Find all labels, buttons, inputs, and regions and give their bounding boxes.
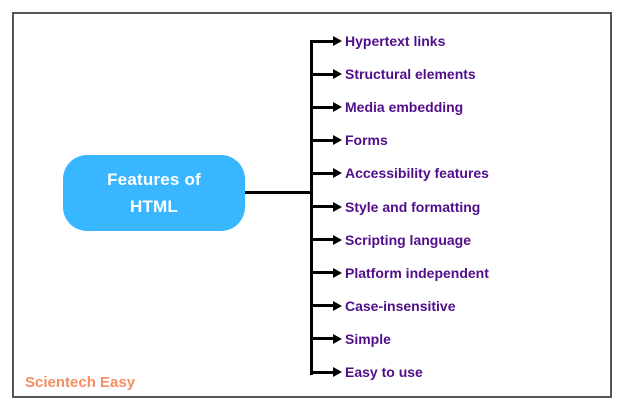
arrow-right-icon (311, 102, 342, 113)
arrow-head (333, 168, 342, 179)
arrow-right-icon (311, 36, 342, 46)
arrow-right-icon (311, 135, 342, 146)
central-node-features-of-html: Features of HTML (63, 155, 245, 231)
arrow-head (333, 201, 342, 212)
arrow-head (333, 234, 342, 245)
arrow-shaft (311, 105, 333, 109)
arrow-head (333, 333, 342, 344)
arrow-shaft (311, 304, 333, 308)
feature-item: Case-insensitive (311, 296, 456, 316)
watermark-scientech-easy: Scientech Easy (25, 374, 136, 391)
feature-label: Platform independent (345, 264, 489, 281)
arrow-shaft (311, 271, 333, 275)
arrow-right-icon (311, 333, 342, 344)
arrow-right-icon (311, 300, 342, 311)
central-node-title-line1: Features of (107, 170, 201, 189)
arrow-right-icon (311, 69, 342, 80)
feature-label: Structural elements (345, 66, 476, 83)
arrow-shaft (311, 39, 333, 43)
feature-label: Hypertext links (345, 33, 446, 49)
feature-label: Forms (345, 132, 388, 149)
arrow-shaft (311, 205, 333, 208)
arrow-right-icon (311, 201, 342, 212)
arrow-shaft (311, 72, 333, 76)
arrow-head (333, 300, 342, 311)
feature-item: Hypertext links (311, 31, 445, 51)
arrow-right-icon (311, 168, 342, 179)
feature-label: Easy to use (345, 364, 423, 380)
central-node-title-line2: HTML (129, 197, 178, 216)
diagram-border (12, 12, 612, 398)
arrow-head (333, 267, 342, 278)
feature-item: Scripting language (311, 230, 471, 250)
arrow-shaft (311, 171, 333, 175)
feature-item: Easy to use (311, 362, 423, 382)
arrow-head (333, 102, 342, 113)
feature-label: Scripting language (345, 231, 472, 248)
arrow-head (333, 135, 342, 146)
feature-label: Simple (345, 330, 391, 347)
feature-item: Style and formatting (311, 197, 480, 217)
feature-item: Accessibility features (311, 163, 489, 183)
arrow-shaft (311, 238, 333, 242)
feature-item: Simple (311, 329, 391, 349)
feature-label: Style and formatting (345, 198, 481, 215)
arrow-head (333, 36, 342, 46)
arrow-right-icon (311, 367, 342, 377)
feature-label: Accessibility features (345, 165, 489, 182)
feature-item: Forms (311, 130, 388, 150)
arrow-head (333, 367, 342, 377)
feature-label: Media embedding (345, 99, 464, 116)
feature-item: Platform independent (311, 263, 489, 283)
arrow-right-icon (311, 267, 342, 278)
feature-label: Case-insensitive (345, 297, 456, 314)
arrow-shaft (311, 370, 333, 374)
arrow-head (333, 69, 342, 80)
node-to-trunk-connector-line (245, 191, 311, 194)
arrow-shaft (311, 138, 333, 142)
feature-item: Structural elements (311, 64, 476, 84)
arrow-right-icon (311, 234, 342, 245)
arrow-shaft (311, 337, 333, 341)
feature-item: Media embedding (311, 97, 463, 117)
